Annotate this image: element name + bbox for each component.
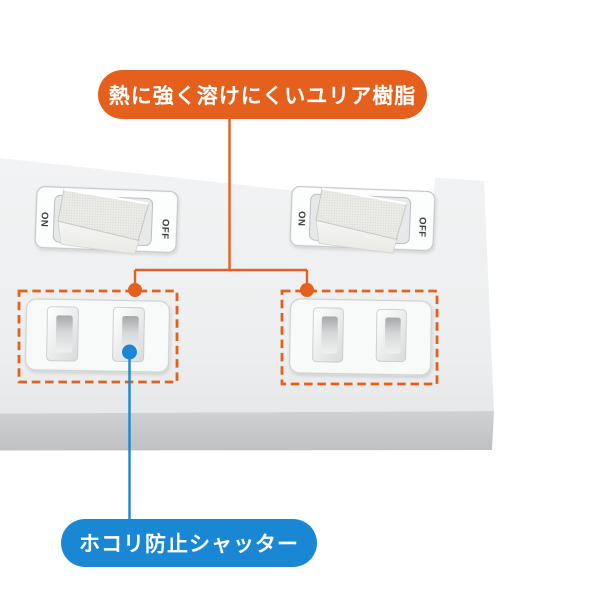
outlet-right bbox=[288, 298, 433, 376]
dust-shutter-callout-label: ホコリ防止シャッター bbox=[79, 533, 299, 556]
power-strip: ON OFF ON OFF bbox=[0, 158, 494, 451]
switch-on-label: ON bbox=[295, 211, 307, 227]
heat-resistant-callout: 熱に強く溶けにくいユリア樹脂 bbox=[98, 70, 427, 119]
outlet-highlight-box-left bbox=[17, 289, 179, 384]
switch-off-label: OFF bbox=[416, 217, 428, 238]
heat-callout-dot-left bbox=[128, 283, 142, 297]
heat-callout-dot-right bbox=[300, 283, 314, 297]
switch-off-label: OFF bbox=[159, 219, 171, 240]
outlet-left bbox=[24, 298, 171, 373]
callout-annotations bbox=[17, 118, 439, 519]
slot-hole-right bbox=[384, 317, 401, 354]
slot-hole-right bbox=[121, 315, 139, 354]
switch-on-label: ON bbox=[38, 212, 50, 228]
rocker-switch-right: ON OFF bbox=[289, 185, 436, 254]
dust-shutter-dot bbox=[122, 344, 137, 360]
rocker-switch-left: ON OFF bbox=[34, 185, 179, 255]
rocker-highlight bbox=[321, 187, 407, 205]
slot-hole-left bbox=[55, 315, 73, 353]
outlet-highlight-box-right bbox=[280, 289, 439, 386]
heat-callout-connector-line bbox=[133, 118, 309, 283]
dust-shutter-callout: ホコリ防止シャッター bbox=[61, 519, 317, 567]
heat-resistant-callout-label: 熱に強く溶けにくいユリア樹脂 bbox=[108, 84, 417, 108]
power-strip-front-edge bbox=[0, 411, 494, 451]
rocker-highlight bbox=[63, 188, 149, 205]
slot-hole-left bbox=[321, 316, 338, 354]
outlet-face bbox=[288, 298, 433, 376]
